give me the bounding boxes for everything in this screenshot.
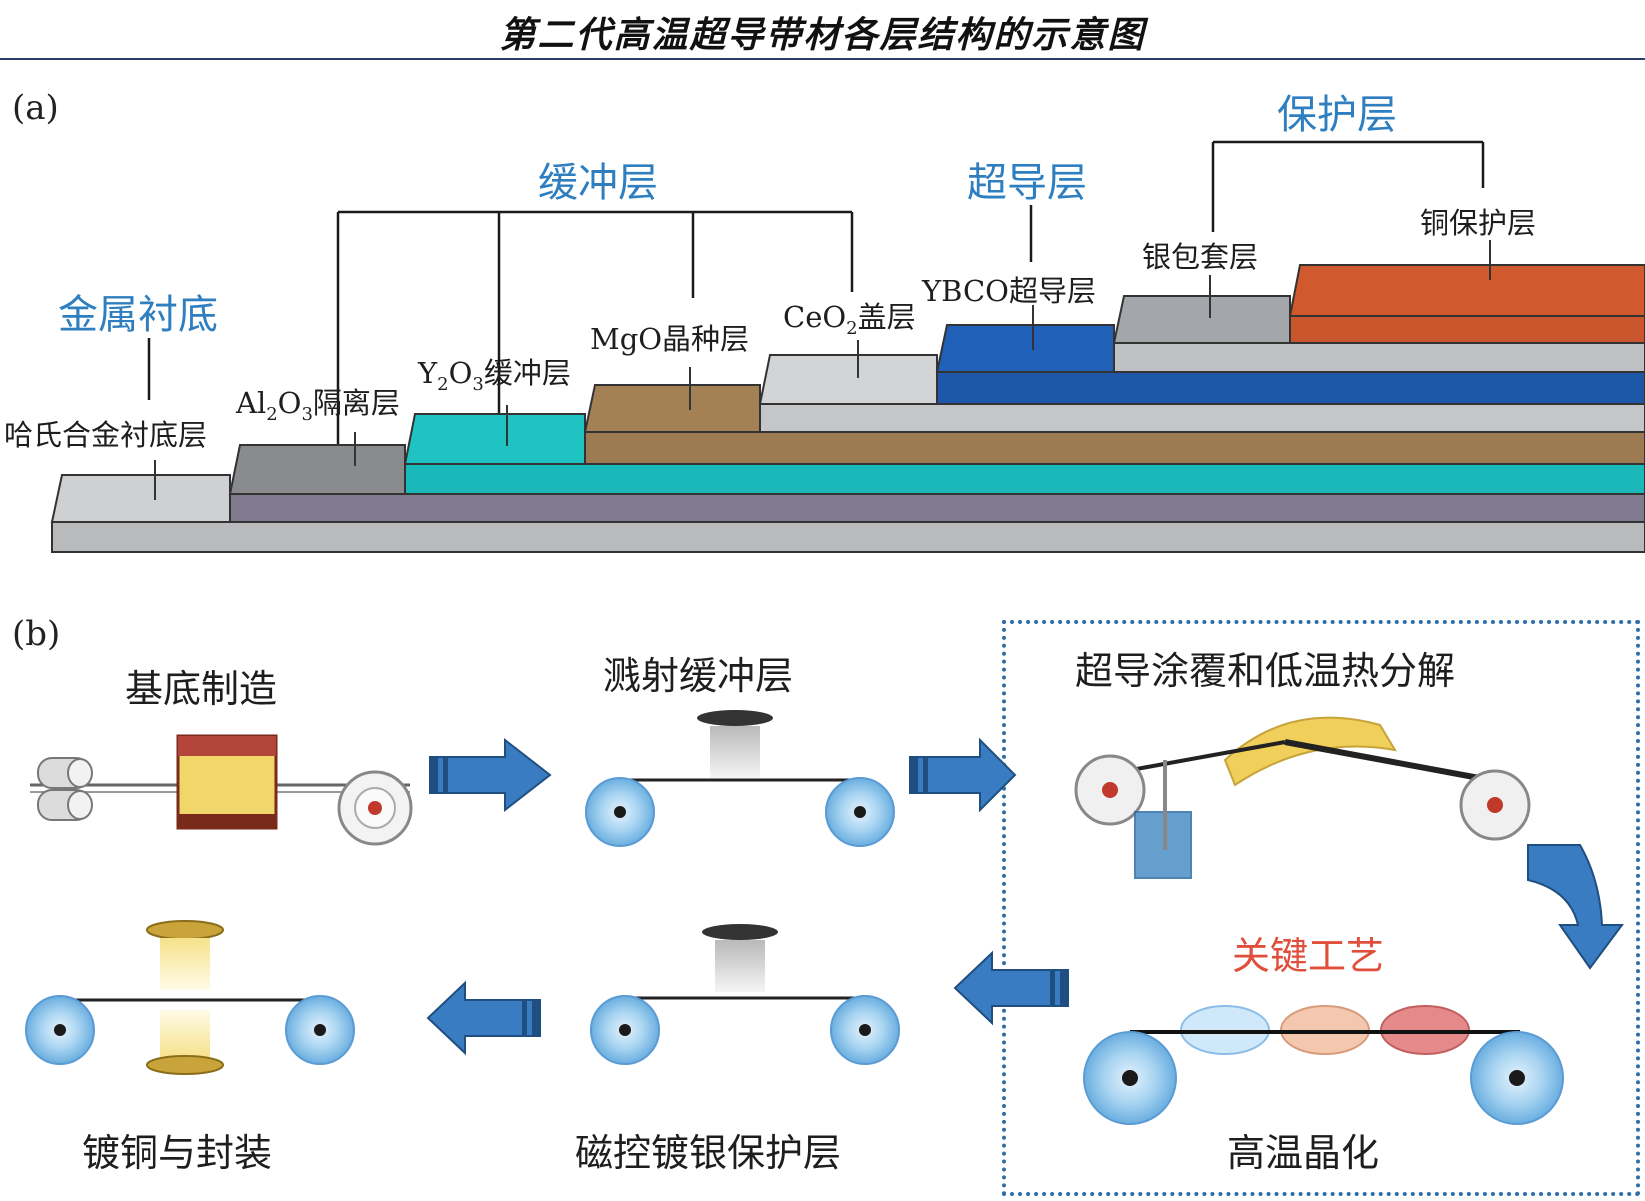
step-high-temp-crystallization: 高温晶化 <box>1227 1131 1380 1175</box>
group-label-superconducting: 超导层 <box>967 160 1087 206</box>
key-process-label: 关键工艺 <box>1232 934 1385 978</box>
label-y2o3-buffer: Y2O3缓冲层 <box>418 356 571 395</box>
label-hastelloy-substrate: 哈氏合金衬底层 <box>4 418 208 452</box>
key-process-box <box>1002 620 1640 1196</box>
label-mgo-seed: MgO晶种层 <box>590 322 750 356</box>
step-copper-packaging: 镀铜与封装 <box>82 1131 273 1175</box>
panel-a-label: (a) <box>12 88 59 128</box>
substrate-machine-graphic <box>30 734 413 846</box>
copper-plating-graphic <box>25 920 355 1075</box>
sputter-graphic <box>585 710 895 847</box>
group-label-buffer: 缓冲层 <box>538 160 658 206</box>
silver-sputter-graphic <box>590 924 900 1065</box>
label-ybco-superconductor: YBCO超导层 <box>922 274 1096 308</box>
group-label-protective: 保护层 <box>1277 92 1397 138</box>
label-silver-sheath: 银包套层 <box>1142 240 1259 274</box>
label-al2o3-isolation: Al2O3隔离层 <box>236 386 400 425</box>
group-label-metal-substrate: 金属衬底 <box>58 292 218 338</box>
step-substrate-manufacturing: 基底制造 <box>125 667 278 711</box>
label-copper-protection: 铜保护层 <box>1420 206 1537 240</box>
step-magnetron-silver: 磁控镀银保护层 <box>575 1131 842 1175</box>
step-coating-pyrolysis: 超导涂覆和低温热分解 <box>1075 649 1456 693</box>
title-divider <box>0 58 1645 60</box>
figure-title: 第二代高温超导带材各层结构的示意图 <box>499 14 1146 56</box>
label-ceo2-cap: CeO2盖层 <box>783 300 916 339</box>
crystallization-graphic <box>1083 1005 1564 1125</box>
step-sputter-buffer: 溅射缓冲层 <box>603 654 794 698</box>
panel-b-label: (b) <box>12 614 61 654</box>
coating-graphic <box>1074 716 1531 879</box>
